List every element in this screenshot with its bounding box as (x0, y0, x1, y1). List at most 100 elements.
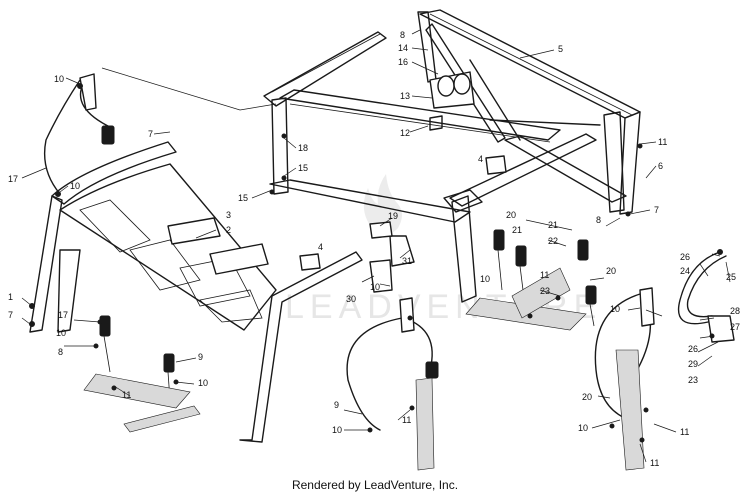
seat-belt-left-top (43, 73, 115, 195)
callout-2: 2 (226, 225, 231, 235)
callout-27: 27 (730, 322, 740, 332)
headrest-pad (429, 71, 475, 109)
callout-26: 26 (688, 344, 698, 354)
callout-10: 10 (70, 181, 80, 191)
callout-8: 8 (596, 215, 601, 225)
callout-16: 16 (398, 57, 408, 67)
callout-10: 10 (332, 425, 342, 435)
seat-belt-center (346, 297, 439, 431)
callout-7: 7 (148, 129, 153, 139)
callout-10: 10 (54, 74, 64, 84)
callout-15: 15 (298, 163, 308, 173)
rear-cage-assembly (417, 9, 641, 215)
callout-10: 10 (480, 274, 490, 284)
callout-11: 11 (540, 270, 549, 280)
callout-9: 9 (334, 400, 339, 410)
callout-14: 14 (398, 43, 408, 53)
panel-cutout-1 (79, 199, 151, 253)
decal-4-b (485, 155, 507, 175)
callout-17: 17 (58, 310, 68, 320)
windshield-panel (59, 163, 277, 331)
rear-diagonal-brace-2 (469, 59, 521, 141)
callout-10: 10 (578, 423, 588, 433)
connector-bar (449, 133, 597, 207)
callout-28: 28 (730, 306, 740, 316)
callout-11: 11 (658, 137, 667, 147)
seat-belt-buckles-center-right (493, 229, 597, 327)
callout-10: 10 (198, 378, 208, 388)
callout-25: 25 (726, 272, 736, 282)
callout-13: 13 (400, 91, 410, 101)
callout-6: 6 (658, 161, 663, 171)
callout-20: 20 (582, 392, 592, 402)
callout-21: 21 (548, 220, 558, 230)
left-rail-long-2 (271, 33, 381, 93)
callout-29: 29 (688, 359, 698, 369)
callout-10: 10 (56, 328, 66, 338)
rear-top-rail-edge (429, 13, 633, 116)
callout-12: 12 (400, 128, 410, 138)
callout-5: 5 (558, 44, 563, 54)
decal-4-a (299, 253, 321, 271)
floor-hardware (83, 267, 645, 471)
right-b-pillar (451, 195, 477, 303)
callout-11: 11 (680, 427, 689, 437)
callout-11: 11 (122, 390, 131, 400)
bracket-30 (369, 259, 393, 293)
upper-cross-beam-under (289, 103, 551, 143)
callout-9: 9 (198, 352, 203, 362)
callout-1: 1 (8, 292, 13, 302)
center-left-post (271, 97, 289, 195)
callout-24: 24 (680, 266, 690, 276)
rear-diagonal-brace (425, 23, 506, 143)
callout-19: 19 (388, 211, 398, 221)
callout-11: 11 (402, 415, 411, 425)
callout-18: 18 (298, 143, 308, 153)
decal-2 (209, 243, 269, 275)
buckle-icon (425, 361, 439, 379)
callout-30: 30 (346, 294, 356, 304)
rear-bottom-rail (504, 135, 627, 203)
callout-15: 15 (238, 193, 248, 203)
seat-belt-buckles-left-bottom (99, 315, 175, 401)
leader-lines (21, 29, 731, 463)
callout-20: 20 (606, 266, 616, 276)
panel-cutout-4 (199, 289, 263, 323)
callout-7: 7 (654, 205, 659, 215)
callout-4: 4 (478, 154, 483, 164)
panel-cutout-2 (129, 239, 201, 291)
callout-20: 20 (506, 210, 516, 220)
vertical-trim-piece-2 (415, 377, 435, 471)
buckle-icon (101, 125, 115, 145)
vertical-trim-piece (615, 349, 645, 471)
rear-right-bracket (603, 111, 625, 213)
callout-3: 3 (226, 210, 231, 220)
callout-10: 10 (610, 304, 620, 314)
callout-17: 17 (8, 174, 18, 184)
callout-4: 4 (318, 242, 323, 252)
rear-right-post (619, 111, 641, 215)
callout-8: 8 (58, 347, 63, 357)
front-top-arc (51, 141, 177, 205)
lower-cross-bar (269, 179, 471, 223)
callout-10: 10 (370, 282, 380, 292)
callout-21: 21 (512, 225, 522, 235)
center-bracket (389, 235, 415, 267)
callout-23: 23 (540, 286, 550, 296)
center-cage-frame (263, 31, 597, 303)
decal-3 (167, 217, 221, 245)
front-rops (29, 141, 507, 443)
callout-7: 7 (8, 310, 13, 320)
footer-credit: Rendered by LeadVenture, Inc. (291, 478, 459, 492)
callout-labels: 8 14 5 16 13 12 10 7 18 15 15 4 11 6 17 … (8, 30, 740, 468)
callout-23: 23 (688, 375, 698, 385)
callout-31: 31 (402, 256, 412, 266)
callout-22: 22 (548, 236, 558, 246)
upper-cross-beam (279, 89, 561, 141)
callout-8: 8 (400, 30, 405, 40)
front-right-post (239, 251, 363, 443)
watermark-flame-icon (363, 174, 402, 234)
rear-mid-bar (489, 119, 601, 126)
fasteners (29, 83, 723, 443)
